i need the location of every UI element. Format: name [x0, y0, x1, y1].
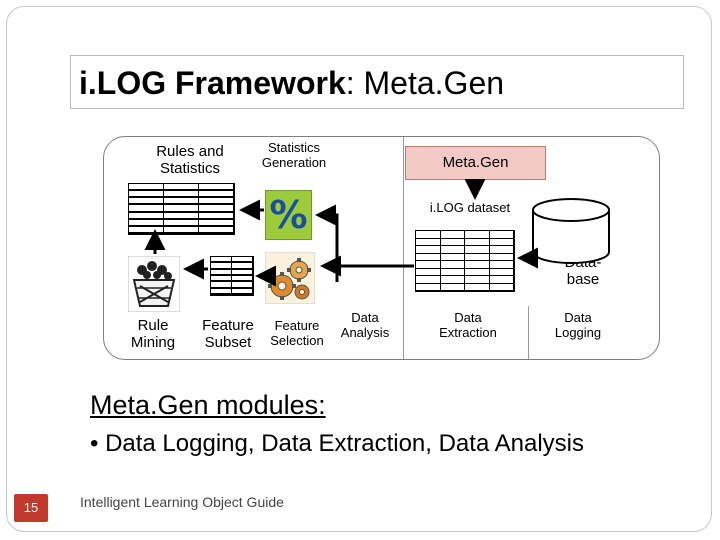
feature-subset-label: Feature Subset	[202, 317, 254, 352]
feature-selection-label: Feature Selection	[270, 318, 324, 348]
slide-title: i.LOG Framework: Meta.Gen	[70, 55, 684, 109]
data-analysis-label: Data Analysis	[340, 310, 390, 340]
arrow-analysis-to-percent	[315, 204, 339, 282]
statistics-generation-label: Statistics Generation	[261, 140, 327, 170]
percent-icon: %	[265, 190, 312, 240]
rules-statistics-label: Rules and Statistics	[156, 143, 224, 178]
rule-mining-label: Rule Mining	[130, 317, 176, 352]
footer-text: Intelligent Learning Object Guide	[80, 494, 284, 510]
percent-symbol: %	[269, 193, 308, 237]
data-logging-label: Data Logging	[554, 310, 602, 340]
metagen-box: Meta.Gen	[405, 146, 546, 180]
title-bold: i.LOG Framework	[79, 65, 346, 101]
divider-extraction-logging	[528, 306, 529, 359]
diagram-frame	[103, 136, 660, 360]
divider-analysis-extraction	[403, 137, 404, 359]
modules-bullet: • Data Logging, Data Extraction, Data An…	[90, 430, 585, 457]
slide-frame	[6, 6, 712, 532]
ilog-dataset-label: i.LOG dataset	[429, 200, 511, 215]
basket-icon	[128, 256, 180, 312]
rules-statistics-table	[128, 183, 235, 235]
title-rest: : Meta.Gen	[345, 65, 505, 101]
database-icon	[532, 198, 610, 264]
modules-heading: Meta.Gen modules:	[90, 390, 326, 420]
ilog-dataset-table	[415, 230, 515, 292]
feature-subset-table	[210, 256, 254, 296]
page-number-badge: 15	[14, 494, 48, 522]
data-extraction-label: Data Extraction	[439, 310, 497, 340]
